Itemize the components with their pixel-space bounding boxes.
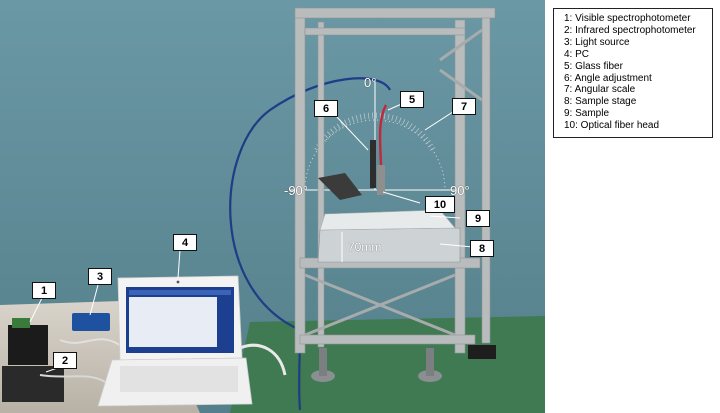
legend-item: 6: Angle adjustment <box>564 72 652 84</box>
photo-illustration <box>0 0 545 413</box>
angle-adjustment-rod <box>370 140 376 188</box>
sample-plate <box>319 209 456 231</box>
legend-item: 10: Optical fiber head <box>564 120 660 132</box>
callout-7: 7 <box>452 98 476 115</box>
legend-item: 1: Visible spectrophotometer <box>564 13 691 24</box>
callout-6: 6 <box>314 100 338 117</box>
photo-scene: 0° -90° 90° 70mm 1 2 3 4 5 6 7 8 9 10 <box>0 0 545 413</box>
callout-5: 5 <box>400 91 424 108</box>
legend-item: 3: Light source <box>564 36 630 48</box>
infrared-spectrophotometer <box>2 366 64 402</box>
callout-10: 10 <box>425 196 455 213</box>
legend-item: 4: PC <box>564 48 590 60</box>
optical-fiber-head <box>377 165 385 195</box>
frame-leg <box>426 348 434 376</box>
usb-cable <box>239 343 287 376</box>
callout-2: 2 <box>53 352 77 369</box>
callout-leaders <box>29 101 474 373</box>
visible-spectrophotometer <box>8 325 48 365</box>
dimension-70mm-label: 70mm <box>348 240 382 254</box>
angle-plus-90-label: 90° <box>450 183 470 198</box>
legend-item: 9: Sample <box>564 108 610 120</box>
sample-stage <box>317 227 461 263</box>
light-source <box>72 313 110 331</box>
device-label-sticker <box>12 318 30 328</box>
angular-scale-arc <box>304 119 446 191</box>
callout-8: 8 <box>470 240 494 257</box>
legend-box: 1: Visible spectrophotometer 2: Infrared… <box>553 8 713 138</box>
callout-1: 1 <box>32 282 56 299</box>
legend-item: 7: Angular scale <box>564 84 636 96</box>
callout-3: 3 <box>88 268 112 285</box>
callout-9: 9 <box>466 210 490 227</box>
legend-item: 8: Sample stage <box>564 96 637 108</box>
controller-box <box>468 345 496 359</box>
angle-adjustment-arm <box>318 173 362 200</box>
red-fiber <box>378 104 388 166</box>
cable <box>39 374 111 386</box>
legend-item: 2: Infrared spectrophotometer <box>564 24 696 36</box>
legend-list: 1: Visible spectrophotometer 2: Infrared… <box>564 13 706 132</box>
angle-zero-label: 0° <box>364 75 377 90</box>
aluminum-frame <box>294 7 496 354</box>
legend-item: 5: Glass fiber <box>564 60 623 72</box>
frame-leg <box>319 348 327 376</box>
pc-laptop <box>97 275 253 407</box>
green-mat <box>230 316 545 413</box>
angle-minus-90-label: -90° <box>284 183 308 198</box>
cable <box>59 338 121 346</box>
glass-fiber-cable <box>229 77 391 332</box>
callout-4: 4 <box>173 234 197 251</box>
